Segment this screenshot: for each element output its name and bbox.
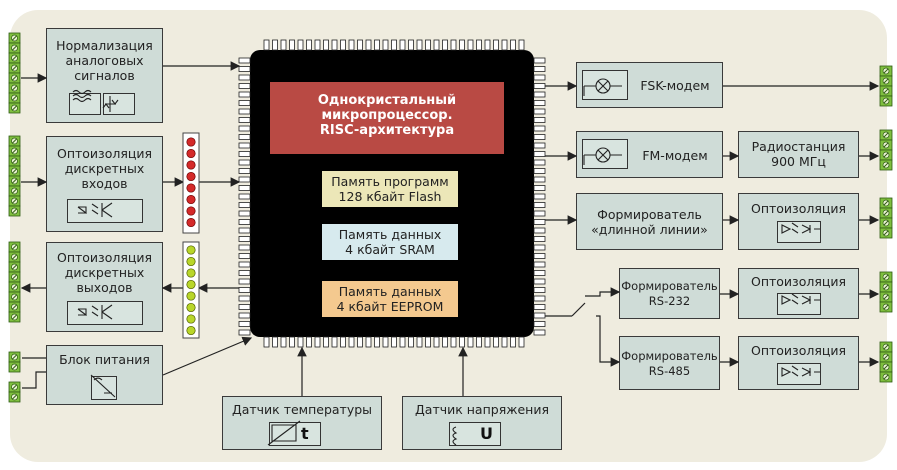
voltage-sensor-block: Датчик напряжения U	[402, 396, 562, 450]
rs485-driver-block: Формирователь RS-485	[619, 336, 720, 390]
opto-isolation-3-label: Оптоизоляция	[750, 343, 847, 358]
program-memory-label: Память программ 128 кбайт Flash	[331, 174, 449, 204]
fm-modem-block: FM-модем	[576, 131, 723, 178]
eeprom-block: Память данных 4 кбайт EEPROM	[322, 281, 458, 317]
thermistor-icon-letter: t	[301, 424, 309, 443]
optocoupler-icon	[777, 293, 821, 315]
long-line-driver-label: Формирователь «длинной линии»	[591, 207, 708, 237]
opto-outputs-label: Оптоизоляция дискретных выходов	[56, 250, 153, 295]
filter-icon	[69, 93, 101, 115]
opto-isolation-2-label: Оптоизоляция	[750, 274, 847, 289]
cpu-label: Однокристальный микропроцессор. RISC-арх…	[317, 93, 457, 138]
analog-normalization-block: Нормализация аналоговых сигналов	[46, 28, 163, 123]
dc-dc-icon	[91, 376, 117, 400]
fm-modem-label: FM-модем	[642, 148, 708, 163]
comparator-icon	[103, 93, 135, 115]
optocoupler-icon	[777, 221, 821, 243]
temperature-sensor-block: Датчик температуры t	[222, 396, 382, 450]
modem-icon	[582, 139, 628, 169]
voltage-sensor-icon-letter: U	[480, 424, 493, 443]
cpu-block: Однокристальный микропроцессор. RISC-арх…	[270, 82, 504, 154]
opto-isolation-2-block: Оптоизоляция	[738, 268, 859, 319]
long-line-driver-block: Формирователь «длинной линии»	[576, 193, 723, 250]
opto-inputs-label: Оптоизоляция дискретных входов	[56, 146, 153, 191]
analog-normalization-label: Нормализация аналоговых сигналов	[56, 38, 153, 83]
opto-inputs-block: Оптоизоляция дискретных входов	[46, 136, 163, 232]
optocoupler-icon	[777, 363, 821, 385]
sram-block: Память данных 4 кбайт SRAM	[322, 224, 458, 260]
power-label: Блок питания	[59, 352, 150, 367]
opto-outputs-block: Оптоизоляция дискретных выходов	[46, 242, 163, 332]
voltage-sensor-icon: U	[449, 422, 501, 446]
eeprom-label: Память данных 4 кбайт EEPROM	[336, 284, 444, 314]
radio-label: Радиостанция 900 МГц	[751, 139, 846, 169]
rs232-driver-label: Формирователь RS-232	[621, 279, 718, 308]
fsk-modem-label: FSK-модем	[640, 78, 710, 93]
sram-label: Память данных 4 кбайт SRAM	[338, 227, 442, 257]
rs232-driver-block: Формирователь RS-232	[619, 268, 720, 319]
optocoupler-icon	[67, 199, 143, 223]
opto-isolation-3-block: Оптоизоляция	[738, 336, 859, 390]
voltage-sensor-label: Датчик напряжения	[415, 402, 549, 417]
modem-icon	[582, 70, 628, 100]
radio-block: Радиостанция 900 МГц	[738, 131, 859, 178]
temperature-sensor-label: Датчик температуры	[231, 402, 373, 417]
rs485-driver-label: Формирователь RS-485	[621, 349, 718, 378]
opto-isolation-1-block: Оптоизоляция	[738, 193, 859, 250]
program-memory-block: Память программ 128 кбайт Flash	[322, 171, 458, 207]
power-block: Блок питания	[46, 345, 163, 405]
optocoupler-icon	[67, 301, 143, 325]
thermistor-icon: t	[269, 422, 321, 446]
fsk-modem-block: FSK-модем	[576, 62, 723, 108]
opto-isolation-1-label: Оптоизоляция	[750, 201, 847, 216]
